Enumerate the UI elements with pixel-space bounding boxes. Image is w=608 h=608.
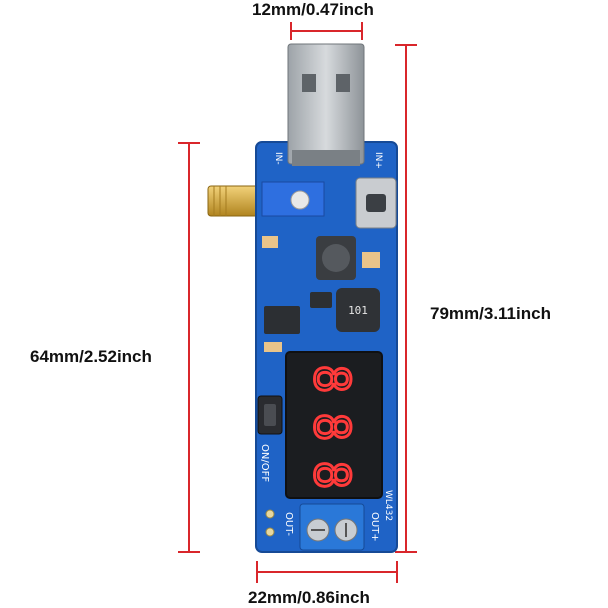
- capacitor-c2: [262, 236, 278, 248]
- usb-width-line: [290, 30, 362, 32]
- usb-width-tick-right: [361, 22, 363, 40]
- model-label: WL432: [383, 490, 393, 521]
- in-plus-label: IN+: [373, 152, 383, 169]
- display-digit: 8: [303, 461, 359, 490]
- out-minus-label: OUT-: [283, 512, 294, 536]
- total-length-tick-bottom: [395, 551, 417, 553]
- inductor-code: 101: [348, 304, 368, 317]
- usb-width-label: 12mm/0.47inch: [252, 0, 374, 19]
- total-length-label: 79mm/3.11inch: [430, 304, 551, 323]
- board-width-label: 22mm/0.86inch: [248, 588, 370, 607]
- display-digit: 8: [303, 413, 359, 442]
- transistor: [310, 292, 332, 308]
- display-digit: 8: [303, 365, 359, 394]
- board-length-tick-top: [178, 142, 200, 144]
- led-display: [285, 351, 383, 499]
- board-width-tick-left: [256, 561, 258, 583]
- regulator-ic: [264, 306, 300, 334]
- board-length-label: 64mm/2.52inch: [30, 347, 152, 366]
- out-plus-label: OUT+: [369, 512, 380, 542]
- board-length-tick-bottom: [178, 551, 200, 553]
- display-digits: 8 8 8: [302, 363, 361, 491]
- board-width-line: [256, 571, 397, 573]
- on-off-label: ON/OFF: [259, 444, 270, 482]
- total-length-line: [405, 44, 407, 552]
- usb-width-tick-left: [290, 22, 292, 40]
- board-width-tick-right: [396, 561, 398, 583]
- power-inductor: [336, 288, 380, 332]
- in-minus-label: IN-: [273, 152, 283, 165]
- capacitor-c1: [264, 342, 282, 352]
- board-length-line: [188, 142, 190, 552]
- usb-plug[interactable]: [287, 43, 365, 165]
- total-length-tick-top: [395, 44, 417, 46]
- capacitor-c5: [362, 252, 380, 268]
